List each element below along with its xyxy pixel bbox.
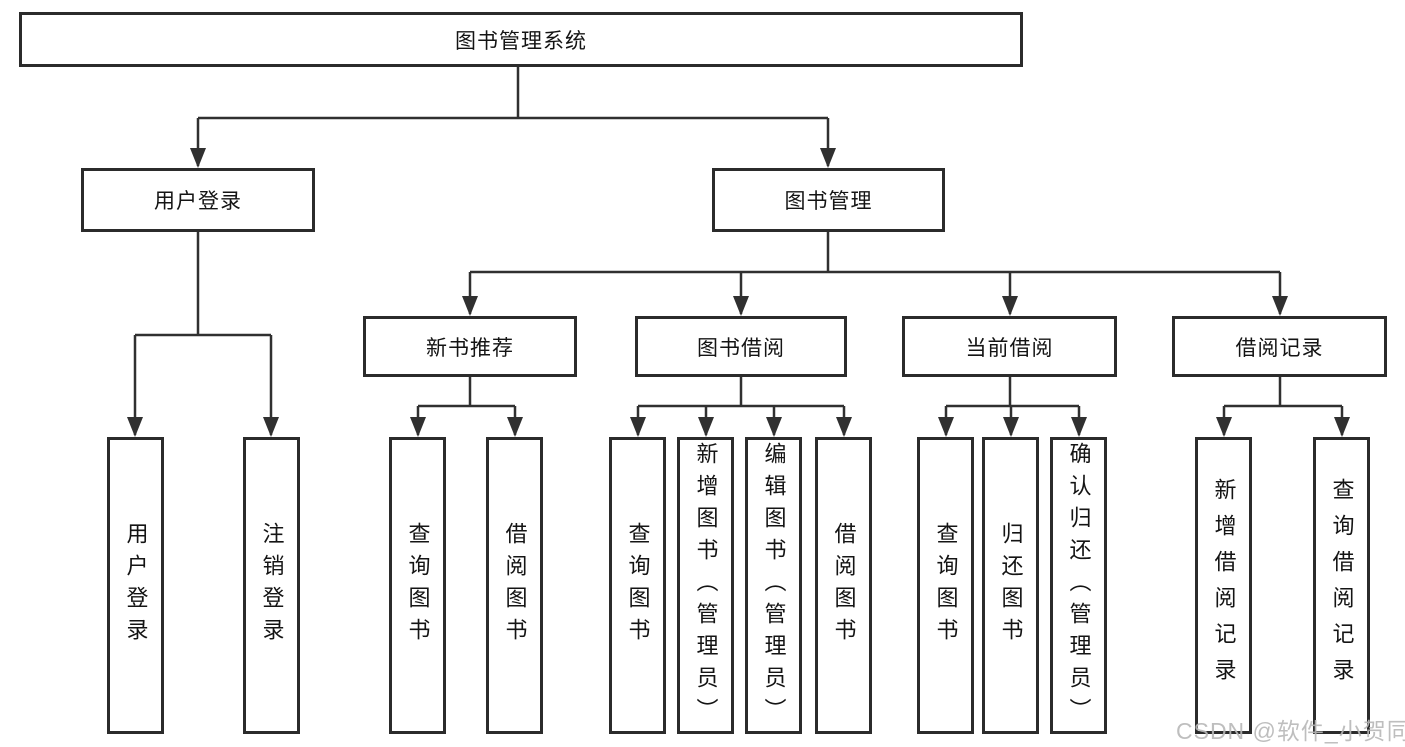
node-label: 编辑图书（管理员）: [761, 441, 787, 730]
node-label: 借阅记录: [1235, 336, 1324, 360]
node-label: 新增图书（管理员）: [693, 441, 719, 730]
node-borrowing-records: 借阅记录: [1172, 316, 1387, 377]
watermark-text: CSDN @软件_小贺同学: [1176, 718, 1405, 744]
node-label: 查询借阅记录: [1329, 477, 1355, 694]
node-label: 查询图书: [405, 521, 431, 650]
node-label: 查询图书: [933, 521, 959, 650]
node-label: 图书管理: [784, 190, 873, 213]
leaf-add-borrow-record: 新增借阅记录: [1195, 437, 1252, 734]
leaf-confirm-return-admin: 确认归还（管理员）: [1050, 437, 1107, 734]
node-label: 用户登录: [123, 521, 149, 650]
leaf-add-books-admin: 新增图书（管理员）: [677, 437, 734, 734]
node-current-borrowing: 当前借阅: [902, 316, 1117, 377]
leaf-borrow-books-recommend: 借阅图书: [486, 437, 543, 734]
node-label: 查询图书: [625, 521, 651, 650]
leaf-borrow-books: 借阅图书: [815, 437, 872, 734]
node-label: 归还图书: [998, 521, 1024, 650]
node-label: 新增借阅记录: [1211, 477, 1237, 694]
node-label: 借阅图书: [831, 521, 857, 650]
leaf-query-books-borrowing: 查询图书: [609, 437, 666, 734]
node-label: 用户登录: [154, 190, 242, 213]
leaf-query-books-current: 查询图书: [917, 437, 974, 734]
leaf-query-borrow-record: 查询借阅记录: [1313, 437, 1370, 734]
node-label: 图书借阅: [697, 336, 785, 360]
connector-path: [133, 67, 1344, 435]
leaf-return-books: 归还图书: [982, 437, 1039, 734]
arrow-down-icons: [127, 148, 1350, 437]
node-new-book-recommendation: 新书推荐: [363, 316, 577, 377]
node-user-login: 用户登录: [81, 168, 315, 232]
leaf-logout: 注销登录: [243, 437, 300, 734]
node-book-borrowing: 图书借阅: [635, 316, 847, 377]
leaf-query-books-recommend: 查询图书: [389, 437, 446, 734]
node-book-management: 图书管理: [712, 168, 945, 232]
node-label: 图书管理系统: [455, 29, 587, 53]
node-label: 当前借阅: [965, 336, 1054, 360]
node-label: 注销登录: [259, 521, 285, 650]
leaf-user-login: 用户登录: [107, 437, 164, 734]
node-label: 确认归还（管理员）: [1066, 441, 1092, 730]
leaf-edit-books-admin: 编辑图书（管理员）: [745, 437, 802, 734]
node-library-management-system: 图书管理系统: [19, 12, 1023, 67]
node-label: 借阅图书: [502, 521, 528, 650]
node-label: 新书推荐: [426, 336, 514, 360]
